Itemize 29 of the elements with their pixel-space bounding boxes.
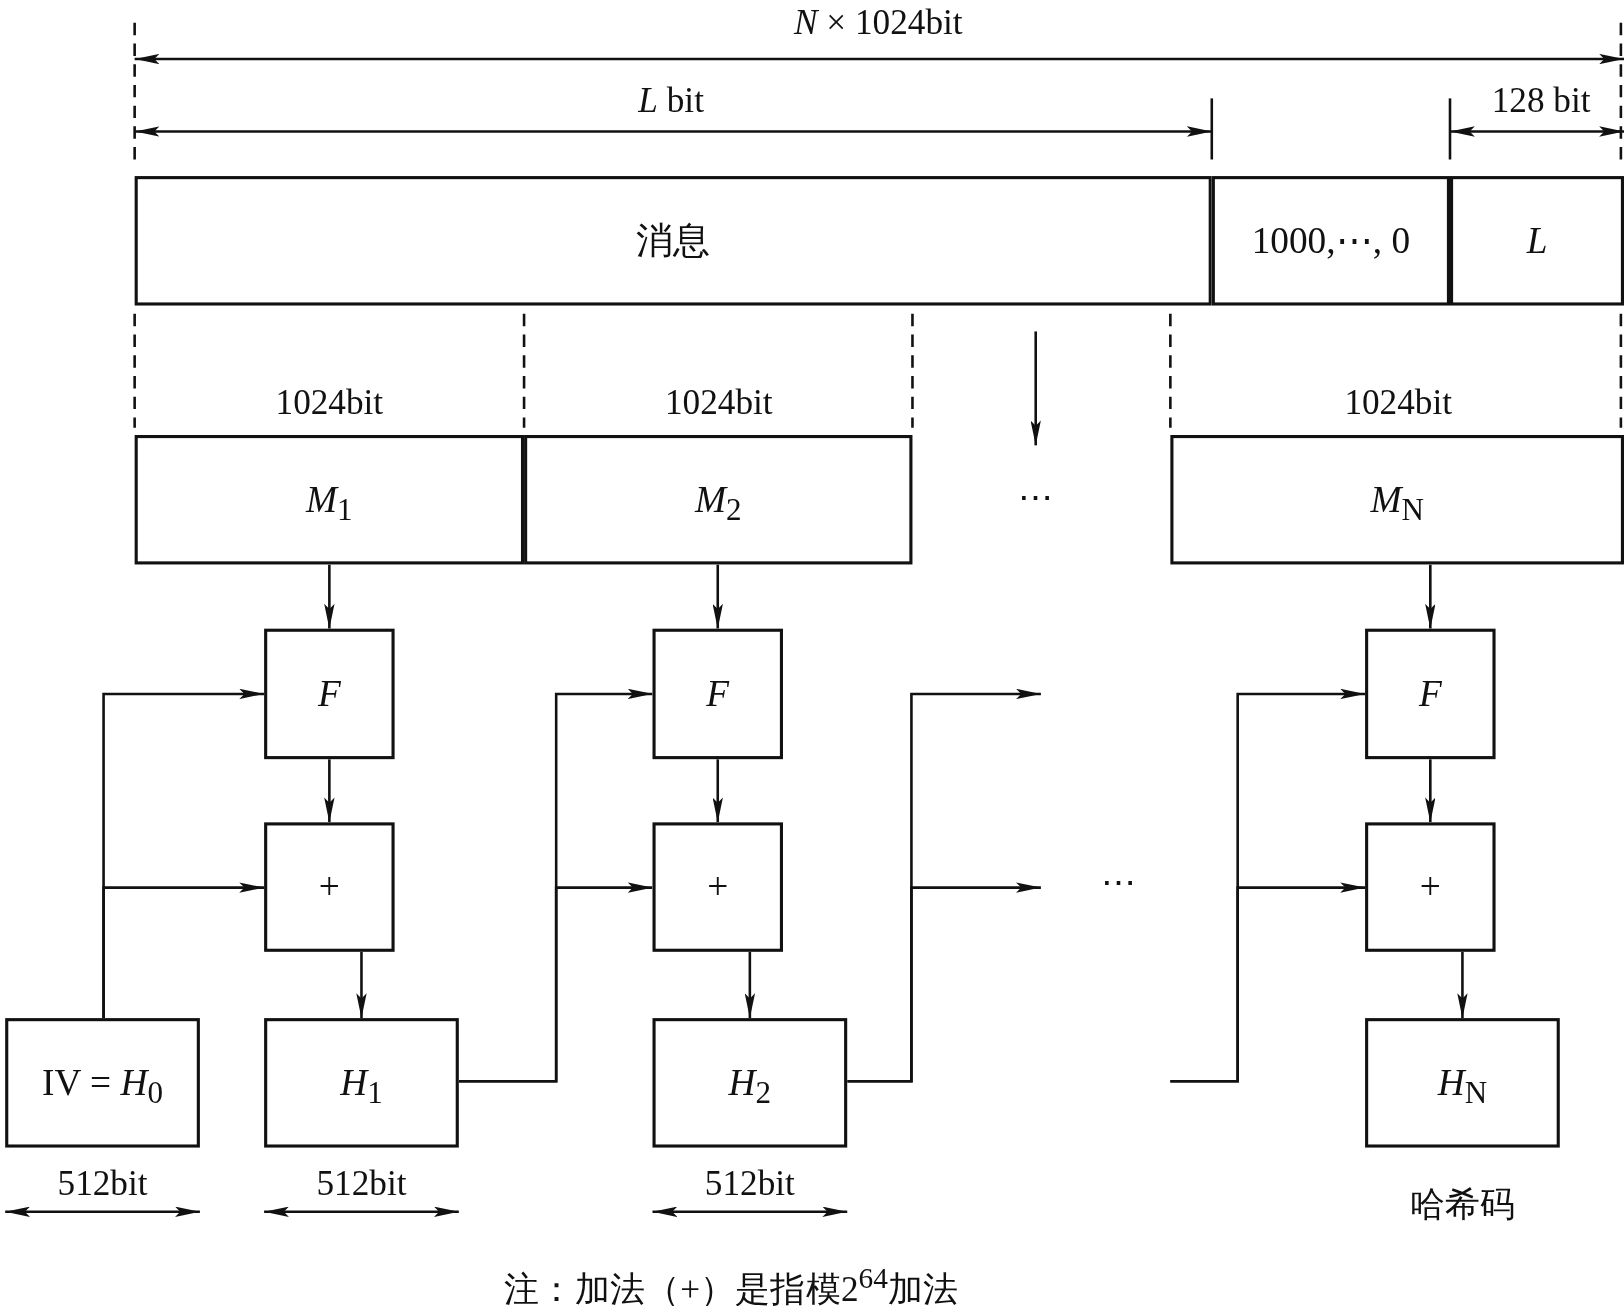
register-box: H$_{1}$ (264, 1018, 459, 1148)
register-box: H$_{2}$ (652, 1018, 848, 1148)
adder-box: + (1365, 822, 1496, 952)
arrow (102, 882, 265, 1019)
arrow (1425, 564, 1436, 629)
arrow (712, 564, 723, 629)
arrow (1170, 882, 1366, 1083)
arrow (324, 759, 335, 823)
padding-field: 1000,⋯, 0 (1211, 176, 1450, 306)
register-box: H$_{N}$ (1365, 1018, 1560, 1148)
block-box: M$_{2}$ (524, 435, 913, 565)
arrow (324, 564, 335, 629)
adder-box: + (264, 822, 395, 952)
arrow (712, 759, 723, 823)
arrow (744, 951, 756, 1019)
arrow (458, 882, 653, 1083)
arrow (847, 882, 1041, 1083)
function-box: F (264, 628, 395, 760)
length-field: L (1450, 176, 1624, 306)
arrow (1457, 951, 1468, 1019)
function-box: F (1365, 628, 1496, 760)
function-box: F (652, 628, 783, 760)
message-field: 消息 (134, 176, 1212, 306)
arrow (356, 951, 367, 1019)
arrow (1425, 759, 1436, 823)
block-box: M$_{1}$ (134, 435, 525, 565)
block-box: M$_{N}$ (1170, 435, 1624, 565)
register-box: IV = H$_{0}$ (5, 1018, 200, 1148)
adder-box: + (652, 822, 783, 952)
